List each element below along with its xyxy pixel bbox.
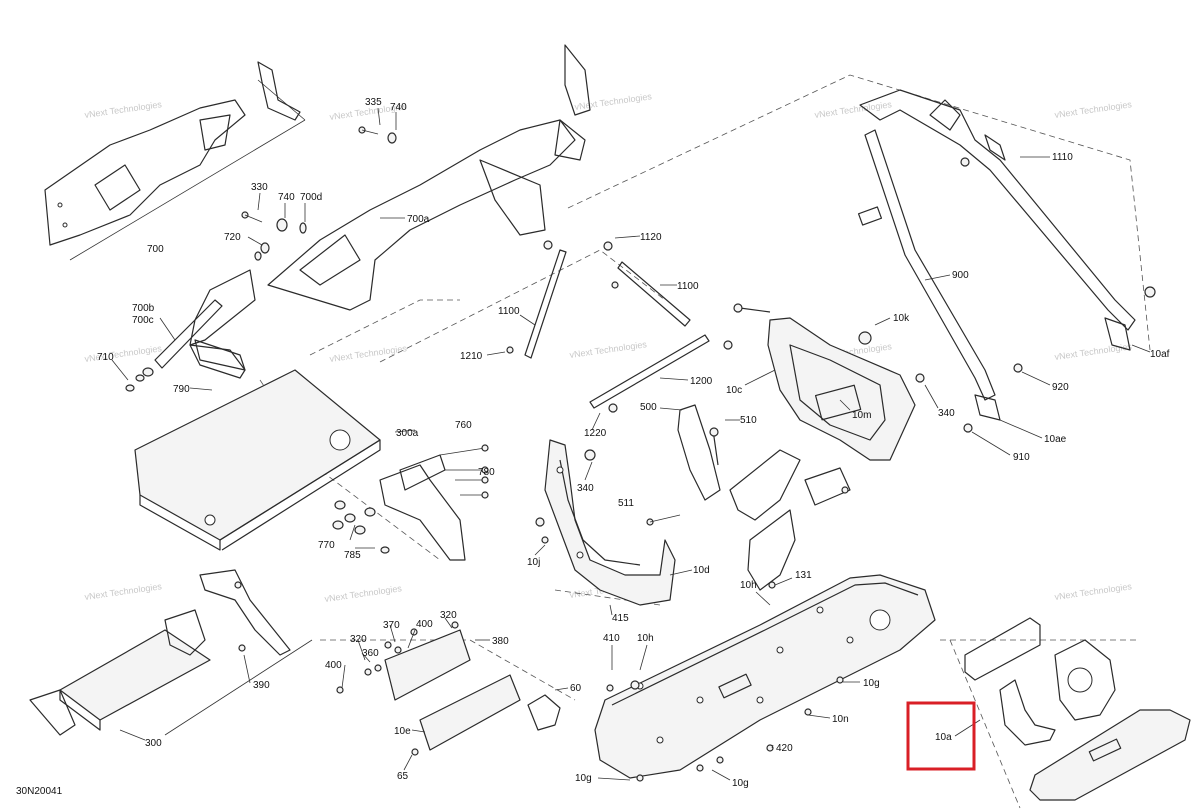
watermark-text: vNext Technologies	[574, 91, 653, 112]
callout-10k: 10k	[893, 313, 910, 324]
callout-785: 785	[344, 550, 361, 561]
part-300a-panel	[134, 369, 381, 551]
callout-leaders	[111, 107, 1151, 781]
watermark-text: vNext Technologies	[1054, 341, 1133, 362]
fastener-stack	[241, 126, 397, 261]
callout-700c: 700c	[132, 315, 154, 326]
callout-1200: 1200	[690, 376, 713, 387]
callout-700a: 700a	[407, 214, 430, 225]
callout-380: 380	[492, 636, 509, 647]
callout-10e: 10e	[394, 726, 411, 737]
callout-740: 740	[390, 102, 407, 113]
callout-10h: 10h	[637, 633, 654, 644]
callout-790: 790	[173, 384, 190, 395]
callout-340: 340	[938, 408, 955, 419]
callout-10g: 10g	[732, 778, 749, 789]
callout-1100: 1100	[498, 306, 520, 317]
highlight-box-10a	[906, 701, 976, 771]
callout-10af: 10af	[1150, 349, 1170, 360]
part-380-assembly	[336, 621, 561, 756]
part-300-assembly	[29, 569, 291, 736]
callout-1120: 1120	[640, 232, 662, 243]
part-10d-bracket	[535, 439, 676, 606]
callout-10d: 10d	[693, 565, 710, 576]
callout-320: 320	[440, 610, 457, 621]
callout-1210: 1210	[460, 351, 483, 362]
part-900-rollbar	[857, 89, 1156, 433]
part-rods	[506, 240, 733, 461]
callout-510: 510	[740, 415, 757, 426]
callout-10a: 10a	[935, 732, 952, 743]
callout-10m: 10m	[852, 410, 871, 421]
callout-420: 420	[776, 743, 793, 754]
part-500-bracket	[646, 404, 851, 591]
part-300a-bracket	[332, 444, 489, 561]
callout-700b: 700b	[132, 303, 155, 314]
callout-330: 330	[251, 182, 268, 193]
callout-1110: 1110	[1052, 152, 1073, 163]
separator-lines	[69, 79, 313, 736]
callout-10g: 10g	[575, 773, 592, 784]
callout-400: 400	[416, 619, 433, 630]
part-10a-assembly	[964, 617, 1191, 801]
watermark-text: vNext Technologies	[84, 343, 163, 364]
callout-920: 920	[1052, 382, 1069, 393]
callout-320: 320	[350, 634, 367, 645]
callout-720: 720	[224, 232, 241, 243]
callout-780: 780	[478, 467, 495, 478]
part-700b-tube	[125, 299, 246, 392]
callout-710: 710	[97, 352, 114, 363]
drawing-code: 30N20041	[16, 786, 63, 797]
part-10g-skidplate	[594, 574, 936, 782]
callout-10h: 10h	[740, 580, 757, 591]
watermark-text: vNext Technologies	[84, 99, 163, 120]
callout-410: 410	[603, 633, 620, 644]
callout-500: 500	[640, 402, 657, 413]
callout-10j: 10j	[527, 557, 540, 568]
callout-760: 760	[455, 420, 472, 431]
callout-370: 370	[383, 620, 400, 631]
callout-335: 335	[365, 97, 382, 108]
callout-65: 65	[397, 771, 409, 782]
callout-700d: 700d	[300, 192, 322, 203]
watermark-text: vNext Technologies	[84, 581, 163, 602]
callout-300: 300	[145, 738, 162, 749]
callout-415: 415	[612, 613, 629, 624]
callout-1220: 1220	[584, 428, 607, 439]
callout-340: 340	[577, 483, 594, 494]
watermark-text: vNext Technologies	[329, 343, 408, 364]
callout-10g: 10g	[863, 678, 880, 689]
part-700-bracket	[44, 61, 301, 246]
callout-910: 910	[1013, 452, 1030, 463]
part-10c-frame	[733, 303, 925, 461]
watermark-text: vNext Technologies	[569, 339, 648, 360]
callout-740: 740	[278, 192, 295, 203]
callout-60: 60	[570, 683, 582, 694]
callout-700: 700	[147, 244, 164, 255]
callout-131: 131	[795, 570, 812, 581]
callout-390: 390	[253, 680, 270, 691]
callout-labels: 335 740 700 330 740 700d 720 700a 700b 7…	[97, 97, 1170, 789]
callout-900: 900	[952, 270, 969, 281]
callout-10n: 10n	[832, 714, 849, 725]
callout-10c: 10c	[726, 385, 742, 396]
watermark-text: vNext Technologies	[1054, 99, 1133, 120]
callout-1100: 1100	[677, 281, 699, 292]
callout-10ae: 10ae	[1044, 434, 1067, 445]
callout-300a: 300a	[396, 428, 419, 439]
watermark-text: vNext Technologies	[814, 99, 893, 120]
watermark-text: vNext Technologies	[324, 583, 403, 604]
callout-360: 360	[362, 648, 379, 659]
watermark-text: vNext Technologies	[1054, 581, 1133, 602]
callout-400: 400	[325, 660, 342, 671]
callout-511: 511	[618, 498, 634, 509]
callout-770: 770	[318, 540, 335, 551]
